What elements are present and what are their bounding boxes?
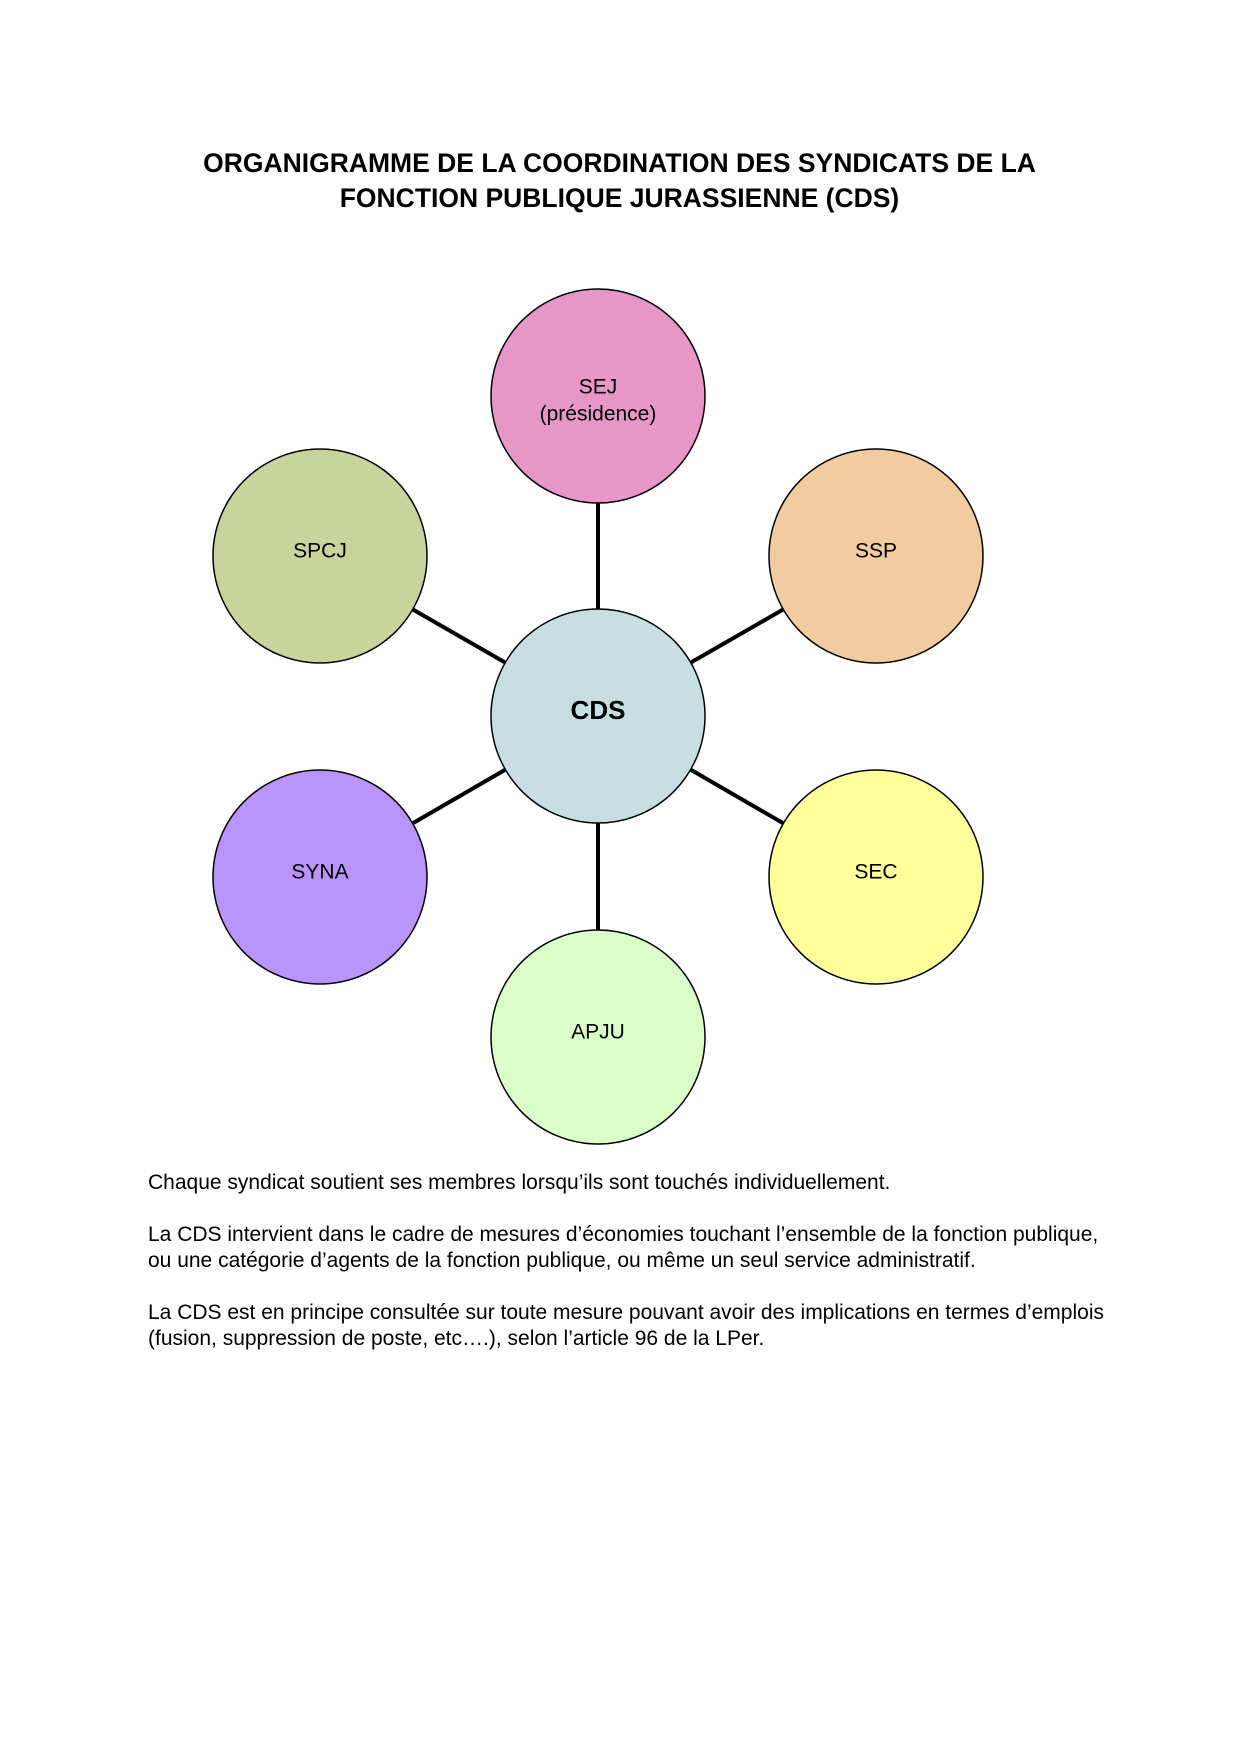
node-circle-sec bbox=[768, 769, 984, 985]
connector-lines bbox=[411, 503, 785, 930]
node-circle-syna bbox=[212, 769, 428, 985]
node-circle-spcj bbox=[212, 448, 428, 664]
paragraph-3: La CDS est en principe consultée sur tou… bbox=[148, 1301, 1104, 1350]
description-text: Chaque syndicat soutient ses membres lor… bbox=[148, 1170, 1108, 1378]
node-label-syna: SYNA bbox=[291, 861, 348, 884]
title-line-2: FONCTION PUBLIQUE JURASSIENNE (CDS) bbox=[339, 183, 900, 213]
connector-syna bbox=[411, 767, 507, 826]
node-circle-apju bbox=[490, 929, 706, 1145]
connector-sec bbox=[689, 767, 785, 826]
paragraph-2: La CDS intervient dans le cadre de mesur… bbox=[148, 1223, 1099, 1272]
org-chart-diagram: CDS SEJ (présidence) SSP SEC APJU SYNA SPCJ bbox=[212, 288, 984, 1145]
page-title: ORGANIGRAMME DE LA COORDINATION DES SYND… bbox=[100, 146, 1139, 216]
node-circle-cds bbox=[490, 608, 706, 824]
connector-ssp bbox=[689, 607, 785, 665]
node-circle-sej bbox=[490, 288, 706, 504]
chart-nodes: CDS SEJ (présidence) SSP SEC APJU SYNA SPCJ bbox=[212, 288, 984, 1145]
node-label-cds: CDS bbox=[571, 695, 626, 725]
node-label-sec: SEC bbox=[854, 861, 897, 884]
connector-spcj bbox=[411, 607, 507, 665]
node-circle-ssp bbox=[768, 448, 984, 664]
paragraph-1: Chaque syndicat soutient ses membres lor… bbox=[148, 1171, 891, 1194]
node-label-sej-1: (présidence) bbox=[540, 403, 657, 426]
node-label-apju: APJU bbox=[571, 1021, 625, 1044]
title-line-1: ORGANIGRAMME DE LA COORDINATION DES SYND… bbox=[203, 148, 1036, 178]
node-label-ssp: SSP bbox=[855, 540, 897, 563]
node-label-sej: SEJ bbox=[579, 376, 618, 399]
node-label-spcj: SPCJ bbox=[293, 540, 347, 563]
